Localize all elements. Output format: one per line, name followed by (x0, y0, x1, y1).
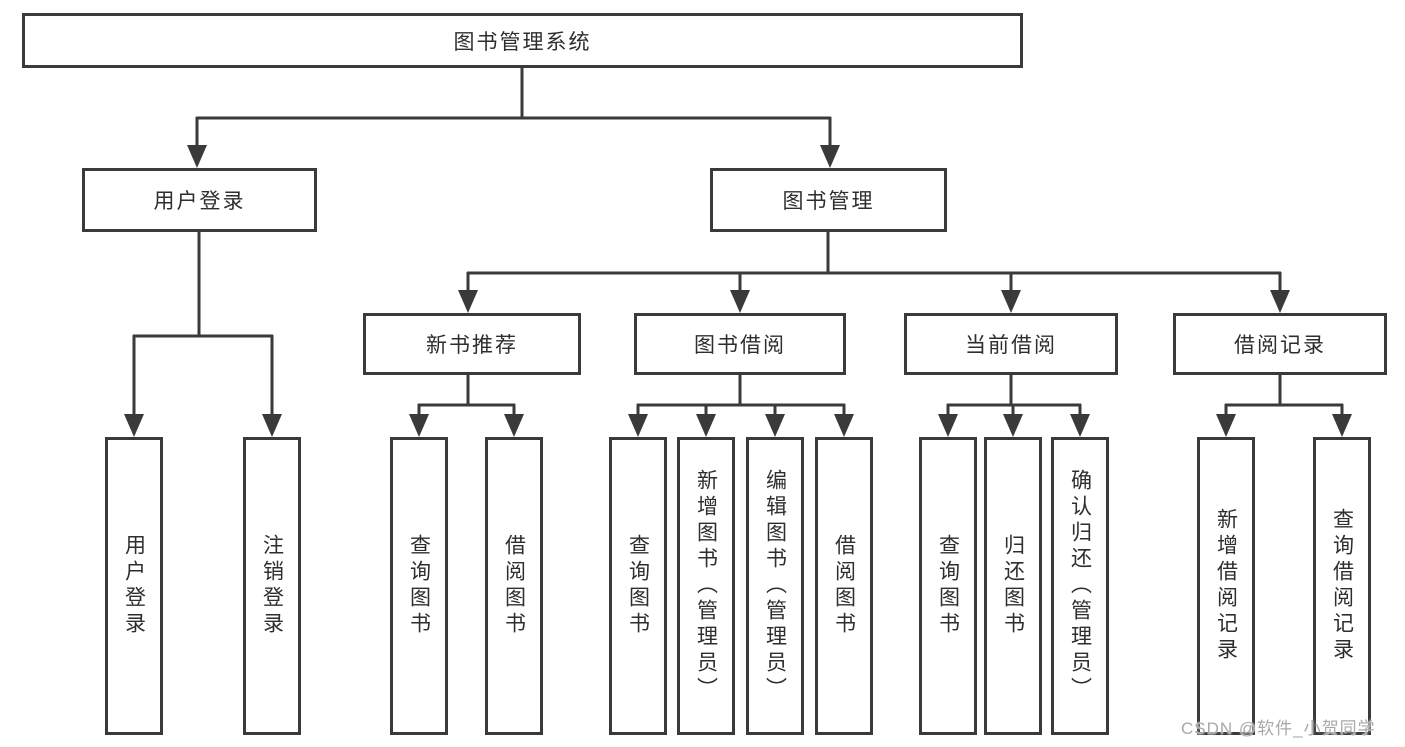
node-label: 归还图书 (1001, 534, 1025, 638)
node-book-management: 图书管理 (710, 168, 947, 232)
leaf-add-books-admin: 新增图书（管理员） (677, 437, 735, 735)
node-label: 当前借阅 (965, 334, 1057, 357)
node-label: 新增图书（管理员） (694, 469, 718, 703)
node-label: 查询借阅记录 (1330, 508, 1354, 664)
node-label: 确认归还（管理员） (1068, 469, 1092, 703)
leaf-query-books-under-borrowing: 查询图书 (609, 437, 667, 735)
leaf-borrow-books-under-borrowing: 借阅图书 (815, 437, 873, 735)
leaf-confirm-return-admin: 确认归还（管理员） (1051, 437, 1109, 735)
node-label: 图书管理 (782, 190, 875, 213)
node-label: 借阅记录 (1234, 334, 1326, 357)
node-label: 查询图书 (626, 534, 650, 638)
node-label: 图书管理系统 (453, 30, 592, 54)
leaf-query-books-under-current: 查询图书 (919, 437, 977, 735)
node-borrowing-records: 借阅记录 (1173, 313, 1387, 375)
node-label: 注销登录 (260, 534, 284, 638)
leaf-return-books: 归还图书 (984, 437, 1042, 735)
node-label: 借阅图书 (502, 534, 526, 638)
node-label: 新书推荐 (426, 334, 518, 357)
node-label: 用户登录 (122, 534, 146, 638)
leaf-query-books-under-recommend: 查询图书 (390, 437, 448, 735)
node-book-borrowing: 图书借阅 (634, 313, 846, 375)
node-label: 编辑图书（管理员） (763, 469, 787, 703)
leaf-add-borrow-record: 新增借阅记录 (1197, 437, 1255, 735)
node-label: 查询图书 (936, 534, 960, 638)
node-current-borrowing: 当前借阅 (904, 313, 1118, 375)
node-new-book-recommend: 新书推荐 (363, 313, 581, 375)
node-user-login: 用户登录 (82, 168, 317, 232)
node-label: 用户登录 (153, 190, 246, 213)
leaf-logout: 注销登录 (243, 437, 301, 735)
node-label: 图书借阅 (694, 334, 786, 357)
node-label: 新增借阅记录 (1214, 508, 1238, 664)
node-book-management-system: 图书管理系统 (22, 13, 1023, 68)
csdn-watermark: CSDN @软件_小贺同学 (1181, 719, 1376, 738)
leaf-borrow-books-under-recommend: 借阅图书 (485, 437, 543, 735)
leaf-user-login: 用户登录 (105, 437, 163, 735)
leaf-edit-books-admin: 编辑图书（管理员） (746, 437, 804, 735)
node-label: 查询图书 (407, 534, 431, 638)
node-label: 借阅图书 (832, 534, 856, 638)
leaf-query-borrow-record: 查询借阅记录 (1313, 437, 1371, 735)
